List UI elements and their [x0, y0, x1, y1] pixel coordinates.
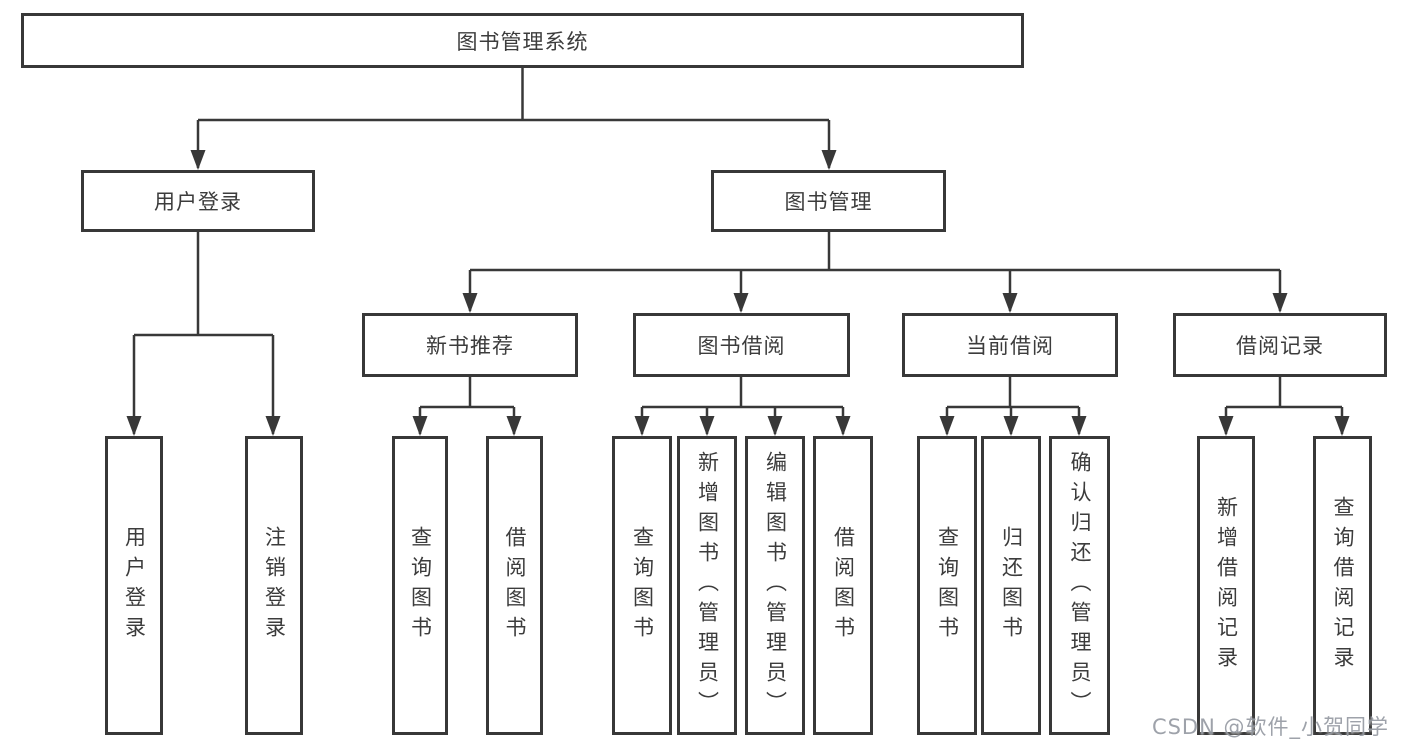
- leaf-query-books-recommend: 查询图书: [392, 436, 448, 735]
- node-book-management: 图书管理: [711, 170, 946, 232]
- leaf-confirm-return-admin: 确认归还（管理员）: [1049, 436, 1110, 735]
- csdn-watermark: CSDN @软件_小贺同学: [1151, 715, 1389, 739]
- leaf-logout: 注销登录: [245, 436, 303, 735]
- leaf-borrow-books-recommend: 借阅图书: [486, 436, 543, 735]
- node-new-book-recommend: 新书推荐: [362, 313, 578, 377]
- arrowheads: [126, 150, 1350, 436]
- node-book-borrow: 图书借阅: [633, 313, 850, 377]
- leaf-return-book: 归还图书: [981, 436, 1041, 735]
- node-library-system: 图书管理系统: [21, 13, 1024, 68]
- node-user-login: 用户登录: [81, 170, 315, 232]
- leaf-borrow-books: 借阅图书: [813, 436, 873, 735]
- leaf-user-login: 用户登录: [105, 436, 163, 735]
- leaf-query-books-current: 查询图书: [917, 436, 977, 735]
- leaf-query-borrow-record: 查询借阅记录: [1313, 436, 1372, 735]
- leaf-query-books-borrow: 查询图书: [612, 436, 672, 735]
- leaf-add-borrow-record: 新增借阅记录: [1197, 436, 1255, 735]
- node-current-borrow: 当前借阅: [902, 313, 1118, 377]
- node-borrow-records: 借阅记录: [1173, 313, 1387, 377]
- leaf-add-book-admin: 新增图书（管理员）: [677, 436, 737, 735]
- leaf-edit-book-admin: 编辑图书（管理员）: [745, 436, 805, 735]
